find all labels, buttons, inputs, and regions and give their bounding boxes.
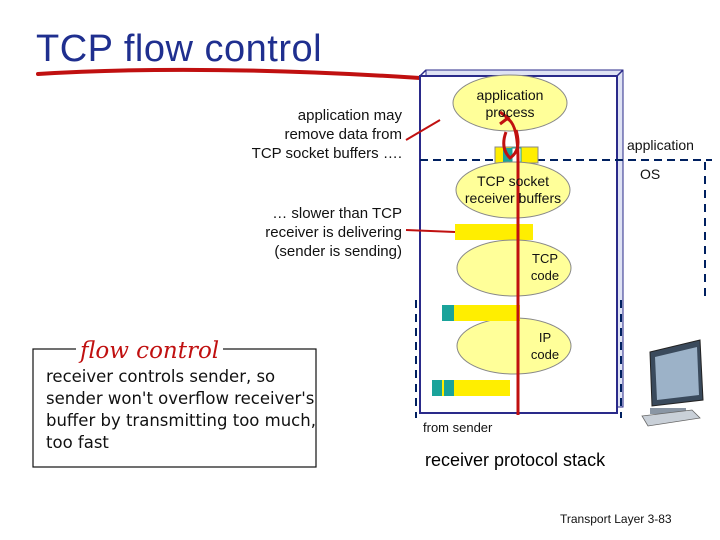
socket-buffer-line: TCP socket <box>476 173 550 189</box>
ip-code-label: IP code <box>520 329 570 363</box>
callout-top-connector <box>405 119 441 141</box>
tcp-queue <box>442 305 520 321</box>
application-process-node <box>452 74 568 132</box>
callout-bottom-line: … slower than TCP <box>272 205 402 222</box>
application-process-label: application process <box>455 87 565 121</box>
callout-top-line: application may <box>297 107 402 124</box>
layer-label-application: application <box>627 137 694 153</box>
page-title: TCP flow control <box>36 28 323 70</box>
ip-code-line: IP <box>538 330 552 345</box>
layer-label-os: OS <box>640 166 661 182</box>
callout-bottom-line: (sender is sending) <box>274 243 402 260</box>
app-process-line: process <box>485 104 535 120</box>
socket-buffer-label: TCP socket receiver buffers <box>448 173 578 207</box>
slide-footer: Transport Layer 3-83 <box>560 512 672 526</box>
callout-top: application may remove data from TCP soc… <box>224 106 402 163</box>
callout-top-line: remove data from <box>284 126 402 143</box>
title-underline <box>36 67 422 80</box>
ip-queue <box>432 380 510 396</box>
socket-buffer-queue <box>455 224 533 240</box>
app-process-line: application <box>476 87 544 103</box>
tcp-code-line: TCP <box>532 251 558 266</box>
tcp-code-line: code <box>530 268 560 283</box>
flow-control-title: flow control <box>76 338 224 364</box>
flow-control-text: receiver controls sender, so sender won'… <box>46 367 316 452</box>
socket-buffer-line: receiver buffers <box>464 190 562 206</box>
callout-bottom: … slower than TCP receiver is delivering… <box>224 204 402 261</box>
callout-top-line: TCP socket buffers …. <box>251 145 402 162</box>
socket-buffer-node <box>455 161 571 219</box>
callout-bottom-connector <box>405 229 456 233</box>
ip-code-line: code <box>530 347 560 362</box>
callout-bottom-line: receiver is delivering <box>265 224 402 241</box>
stack-caption: receiver protocol stack <box>425 450 606 470</box>
tcp-code-node <box>456 239 572 297</box>
computer-icon <box>641 339 704 427</box>
from-sender-label: from sender <box>423 420 493 435</box>
app-read-arrow <box>502 129 520 160</box>
tcp-code-label: TCP code <box>520 250 570 284</box>
